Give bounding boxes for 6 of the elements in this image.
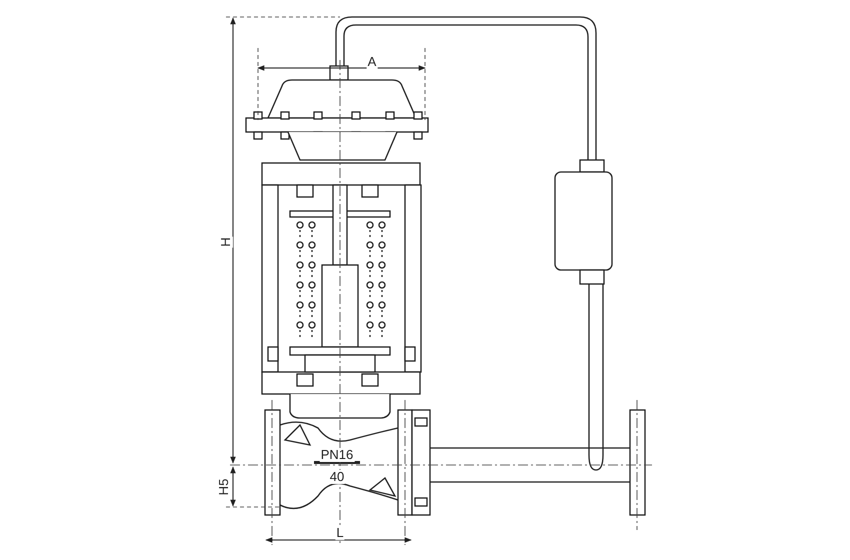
- pressure-rating-label: 40: [328, 470, 346, 484]
- pressure-rating-label: PN16: [320, 448, 354, 462]
- dimension-label: H5: [217, 478, 231, 496]
- dimension-label: L: [335, 526, 345, 540]
- dimension-label: A: [366, 55, 378, 69]
- dimension-label: H: [219, 236, 233, 248]
